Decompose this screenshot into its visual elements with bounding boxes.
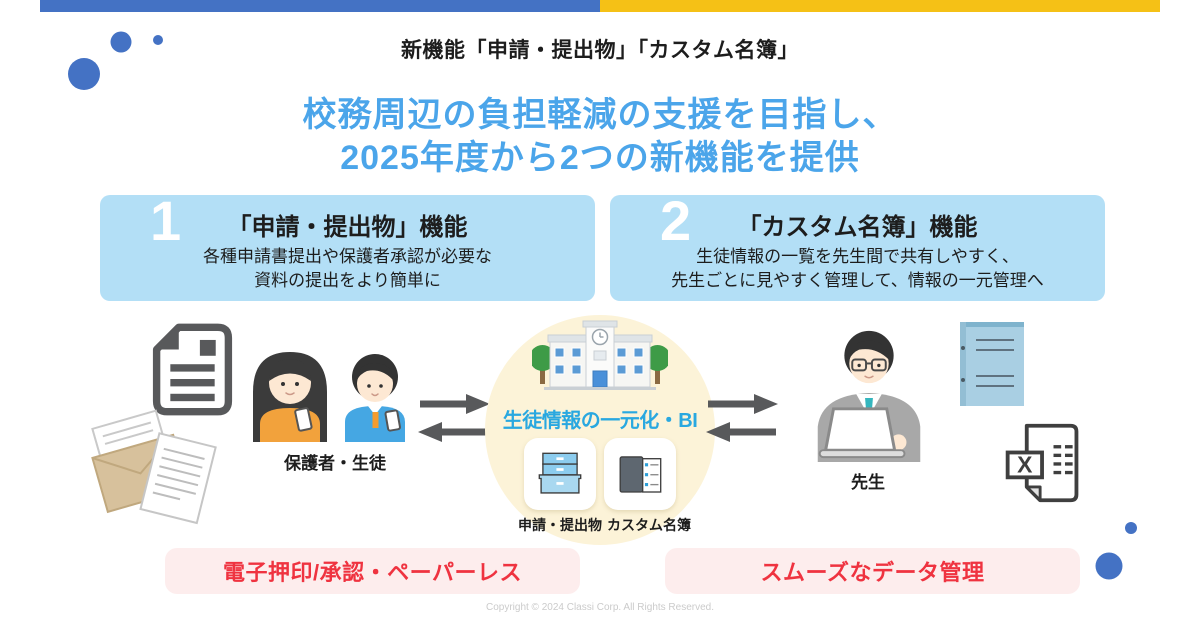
benefit-paperless-label: 電子押印/承認・ペーパーレス [223, 560, 522, 585]
feature-desc-1: 各種申請書提出や保護者承認が必要な 資料の提出をより簡単に [100, 245, 595, 293]
main-heading: 校務周辺の負担軽減の支援を目指し、 2025年度から2つの新機能を提供 [0, 94, 1200, 180]
feature-number-1: 1 [150, 189, 182, 252]
teacher-laptop-illustration [817, 330, 921, 463]
benefit-data-management-label: スムーズなデータ管理 [760, 560, 985, 585]
document-icon [152, 323, 233, 416]
copyright-text: Copyright © 2024 Classi Corp. All Rights… [485, 602, 715, 613]
top-bar-blue [40, 0, 600, 12]
feature-number-2: 2 [660, 189, 692, 252]
swap-arrows-left-icon [418, 394, 490, 442]
feature-title-1: 「申請・提出物」機能 [227, 214, 468, 241]
svg-text:X: X [1017, 452, 1033, 478]
drawer-tray-icon [538, 452, 582, 494]
decorative-dots-bottom-right [1095, 522, 1137, 580]
main-heading-line1: 校務周辺の負担軽減の支援を目指し、 [302, 96, 898, 134]
feature-desc-2: 生徒情報の一覧を先生間で共有しやすく、 先生ごとに見やすく管理して、情報の一元管… [610, 245, 1105, 293]
page-title: 新機能「申請・提出物」「カスタム名簿」 [401, 39, 799, 62]
feature-desc-1-line1: 各種申請書提出や保護者承認が必要な [203, 247, 492, 266]
top-bar-yellow [600, 0, 1160, 12]
swap-arrows-right-icon [706, 394, 778, 442]
roster-icon-card [604, 438, 676, 510]
parents-students-illustration [253, 352, 405, 442]
main-heading-line2: 2025年度から2つの新機能を提供 [340, 139, 860, 177]
center-label: 生徒情報の一元化・BI [502, 410, 698, 432]
open-roster-icon [619, 456, 662, 493]
applications-icon-card [524, 438, 596, 510]
benefit-box-data-management: スムーズなデータ管理 [665, 548, 1080, 594]
feature-desc-2-line1: 生徒情報の一覧を先生間で共有しやすく、 [696, 247, 1019, 266]
parents-students-label: 保護者・生徒 [284, 454, 386, 473]
feature-card-applications: 1 「申請・提出物」機能 各種申請書提出や保護者承認が必要な 資料の提出をより簡… [100, 191, 595, 301]
applications-icon-label: 申請・提出物 [518, 517, 602, 533]
teacher-label: 先生 [851, 473, 885, 492]
decorative-dots-top-left [68, 31, 163, 90]
feature-desc-2-line2: 先生ごとに見やすく管理して、情報の一元管理へ [671, 271, 1044, 290]
envelope-papers-icon [91, 409, 217, 525]
benefit-box-paperless: 電子押印/承認・ペーパーレス [165, 548, 580, 594]
feature-title-2: 「カスタム名簿」機能 [737, 214, 978, 241]
roster-icon-label: カスタム名簿 [607, 517, 691, 533]
school-building-icon [532, 320, 668, 390]
feature-desc-1-line2: 資料の提出をより簡単に [254, 271, 441, 290]
feature-card-custom-roster: 2 「カスタム名簿」機能 生徒情報の一覧を先生間で共有しやすく、 先生ごとに見や… [610, 191, 1105, 301]
binder-icon [960, 322, 1024, 406]
excel-file-icon: X [1005, 423, 1079, 503]
